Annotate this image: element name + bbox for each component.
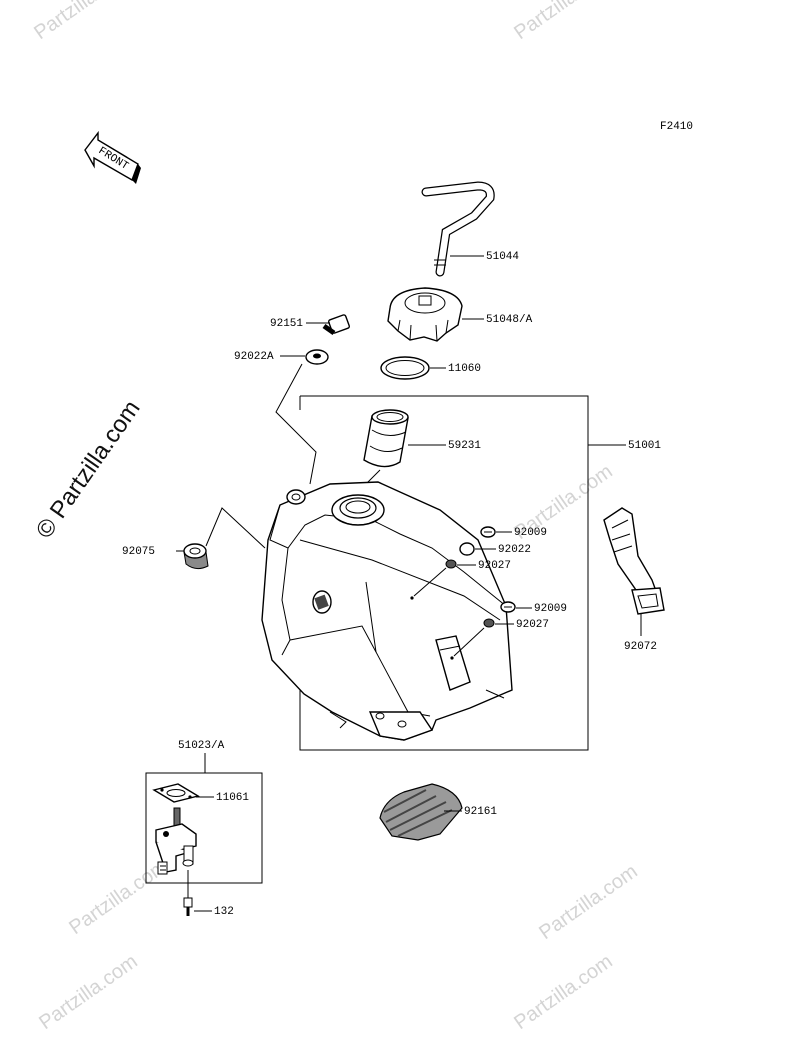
bolt-icon [322,314,350,336]
washer-icon-small [459,542,475,556]
rubber-damper-icon [183,543,209,570]
fuel-cock-assembly-frame [145,772,263,884]
part-label-92151[interactable]: 92151 [270,318,303,330]
part-label-11061[interactable]: 11061 [216,792,249,804]
part-label-11060[interactable]: 11060 [448,363,481,375]
washer-hole [313,353,321,359]
watermark-top-left: Partzilla.com [30,0,136,44]
figure-code: F2410 [660,121,693,133]
fuel-cap-icon [387,287,463,342]
watermark-bottom-right: Partzilla.com [510,950,616,1034]
gasket-ring-icon [380,356,430,380]
watermark-lower-right: Partzilla.com [535,860,641,944]
part-label-92161[interactable]: 92161 [464,806,497,818]
part-label-92027-upper[interactable]: 92027 [478,560,511,572]
part-label-59231[interactable]: 59231 [448,440,481,452]
leader-damper-to-tank [205,507,266,549]
part-label-92072[interactable]: 92072 [624,641,657,653]
part-label-92009-upper[interactable]: 92009 [514,527,547,539]
part-label-132[interactable]: 132 [214,906,234,918]
part-label-92009-lower[interactable]: 92009 [534,603,567,615]
fuel-filter-icon [363,409,409,468]
part-label-92022a[interactable]: 92022A [234,351,274,363]
rubber-strap-icon [603,507,665,615]
part-label-92022[interactable]: 92022 [498,544,531,556]
fuel-cock-valve-icon [155,807,197,875]
part-label-51044[interactable]: 51044 [486,251,519,263]
leader-92027b-to-tank [453,627,485,657]
small-bolt-icon [183,897,193,916]
leader-washer-to-tank [275,363,317,485]
part-label-51048a[interactable]: 51048/A [486,314,533,326]
part-label-92075[interactable]: 92075 [122,546,155,558]
front-arrow-icon: FRONT [84,130,141,184]
fuel-tank-icon [261,481,513,741]
part-label-51001[interactable]: 51001 [628,440,661,452]
collar-icon-lower [483,618,495,628]
part-label-51023a[interactable]: 51023/A [178,740,225,752]
collar-icon-upper [445,559,457,569]
gasket-plate-icon [152,783,200,803]
breather-hose-icon [421,181,495,277]
watermark-top-right: Partzilla.com [510,0,616,44]
rubber-pad-icon [379,783,463,841]
watermark-bottom-left: Partzilla.com [35,950,141,1034]
watermark-lower-left: Partzilla.com [65,855,171,939]
leader-92027-to-tank [413,567,447,597]
part-label-92027-lower[interactable]: 92027 [516,619,549,631]
screw-icon-upper [480,526,496,538]
screw-icon-lower [500,601,516,613]
watermark-main: © Partzilla.com [31,395,146,543]
